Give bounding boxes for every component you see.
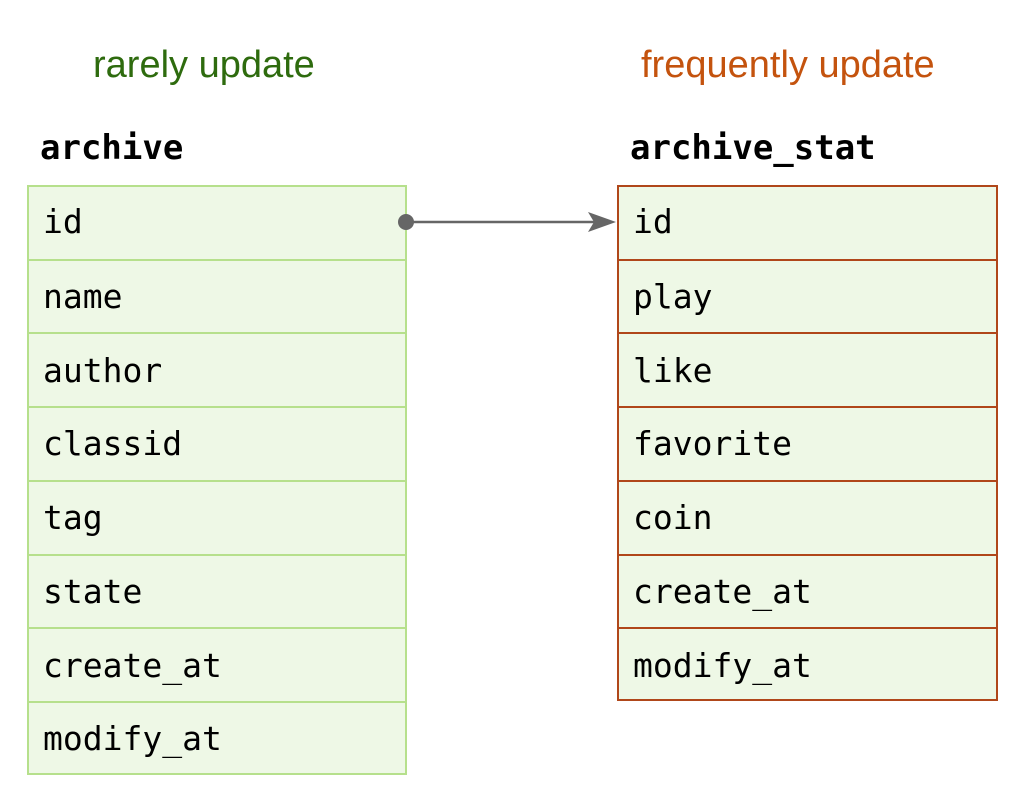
archive-stat-field-id: id [633,202,673,242]
relation-arrowhead [588,212,616,232]
archive-stat-field-play: play [619,258,996,333]
archive-stat-field-modify-at: modify_at [619,627,996,701]
archive-field-name: name [29,258,405,333]
archive-stat-field-favorite: favorite [619,406,996,480]
archive-field-tag: tag [29,479,405,554]
caption-rarely-update: rarely update [93,44,315,86]
archive-field-modify-at: modify_at [29,700,405,775]
archive-field-id: id [43,202,83,242]
archive-field-classid: classid [29,406,405,480]
archive-field-state: state [29,553,405,628]
table-title-archive-stat: archive_stat [630,128,876,168]
table-title-archive: archive [40,128,184,168]
archive-stat-field-create-at: create_at [619,553,996,628]
archive-stat-field-like: like [619,332,996,406]
archive-field-create-at: create_at [29,627,405,701]
archive-field-author: author [29,332,405,406]
archive-stat-field-coin: coin [619,479,996,554]
caption-frequently-update: frequently update [641,44,935,86]
